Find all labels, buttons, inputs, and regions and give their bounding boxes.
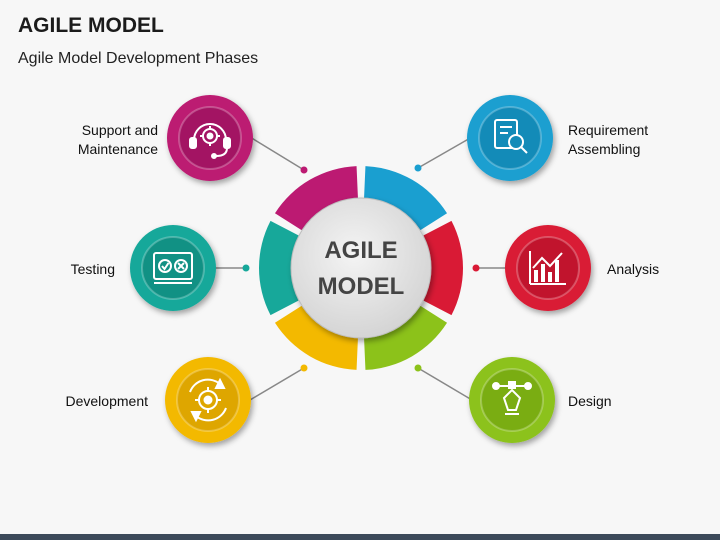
phase-ring <box>259 166 464 370</box>
center-label-line2: MODEL <box>318 273 405 300</box>
phase-badge-requirement <box>467 95 553 181</box>
page-title: AGILE MODEL <box>18 14 164 37</box>
bar-chart-icon <box>529 251 566 285</box>
connector-dot-testing <box>242 264 250 272</box>
label-analysis: Analysis <box>607 260 659 279</box>
document-search-icon <box>494 119 528 154</box>
center-label-line1: AGILE <box>324 237 397 264</box>
gear-cycle-icon <box>189 377 227 423</box>
headset-gear-icon <box>189 123 231 159</box>
ring-segment-support <box>274 166 358 231</box>
ring-segment-requirement <box>364 166 448 231</box>
page-subtitle: Agile Model Development Phases <box>18 50 259 67</box>
connector-requirement <box>417 136 473 169</box>
connector-dot-analysis <box>472 264 480 272</box>
center-circle <box>290 197 432 339</box>
connector-dot-design <box>414 364 422 372</box>
label-requirement: Requirement Assembling <box>568 121 648 159</box>
pen-tool-icon <box>492 381 532 415</box>
phase-badge-support <box>167 95 253 181</box>
phase-badge-testing <box>130 225 216 311</box>
label-requirement-line2: Assembling <box>568 141 641 157</box>
label-design: Design <box>568 392 612 411</box>
ring-segment-testing <box>259 220 299 316</box>
connector-development <box>249 367 305 401</box>
connector-support <box>249 136 305 171</box>
label-design-line1: Design <box>568 393 612 409</box>
connector-dot-requirement <box>414 164 422 172</box>
connector-dot-support <box>300 166 308 174</box>
label-requirement-line1: Requirement <box>568 122 649 138</box>
label-support-line1: Support and <box>81 122 158 138</box>
label-testing: Testing <box>71 260 115 279</box>
monitor-check-icon <box>153 252 193 284</box>
label-development-line1: Development <box>65 393 149 409</box>
connector-dot-development <box>300 364 308 372</box>
label-analysis-line1: Analysis <box>607 261 660 277</box>
ring-segment-development <box>274 305 358 370</box>
ring-segment-analysis <box>423 220 464 316</box>
label-support-line2: Maintenance <box>77 141 158 157</box>
footer-bar <box>0 534 720 540</box>
label-testing-line1: Testing <box>70 261 115 277</box>
connector-design <box>417 367 473 401</box>
phase-badge-design <box>469 357 555 443</box>
phase-badge-analysis <box>505 225 591 311</box>
phase-badge-development <box>165 357 251 443</box>
label-support: Support and Maintenance <box>78 121 158 159</box>
ring-segment-design <box>364 305 448 370</box>
label-development: Development <box>66 392 149 411</box>
